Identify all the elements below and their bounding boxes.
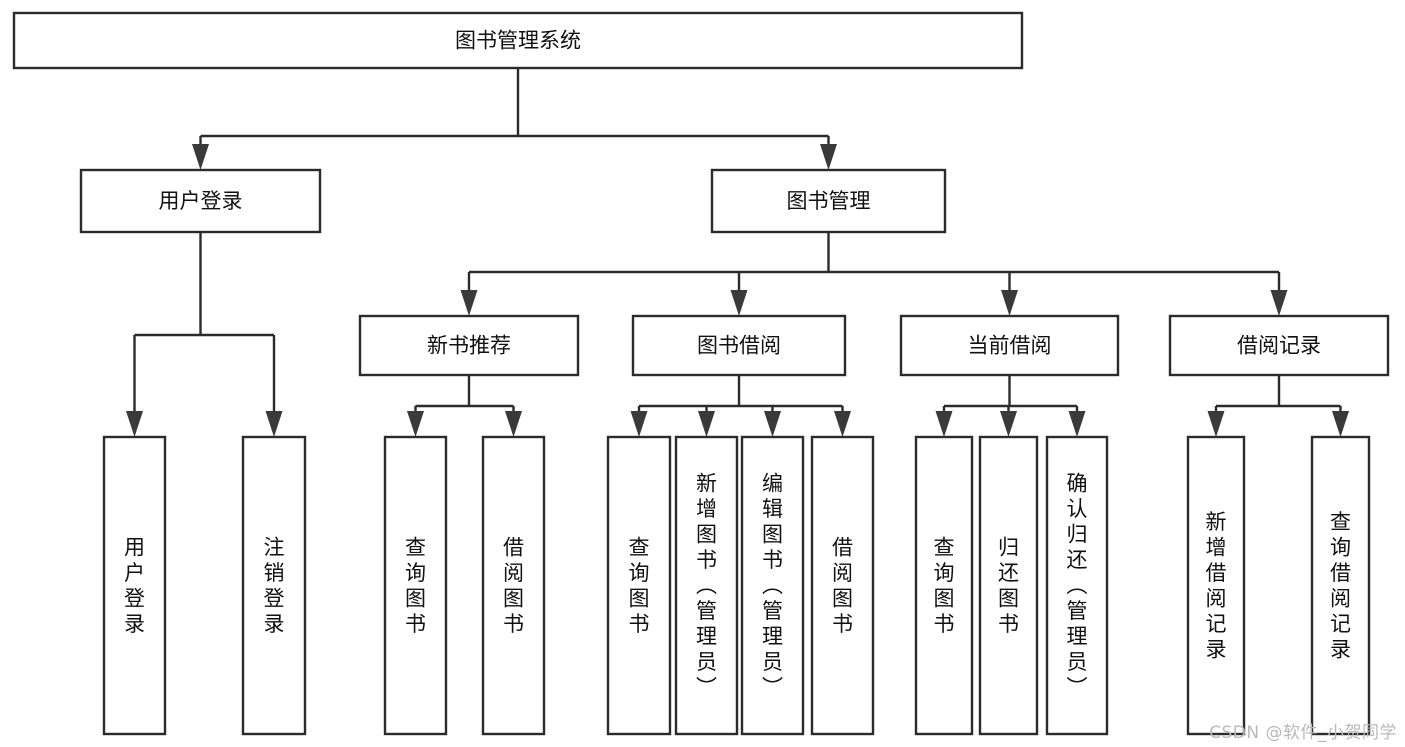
node-root[interactable]: 图书管理系统 — [12, 11, 1024, 70]
node-label: 图书借阅 — [697, 334, 781, 358]
arrow-head-icon — [1270, 290, 1288, 316]
node-box[interactable] — [1168, 314, 1390, 377]
node-leaf-edit-book[interactable]: 编辑图书︵管理员︶ — [740, 435, 805, 736]
node-box[interactable] — [383, 435, 448, 736]
node-label: 图书管理 — [787, 189, 871, 213]
node-book-borrow[interactable]: 图书借阅 — [631, 314, 847, 377]
node-box[interactable] — [914, 435, 974, 736]
arrow-head-icon — [630, 411, 648, 437]
node-box[interactable] — [631, 314, 847, 377]
node-label: 图书管理系统 — [455, 29, 581, 53]
node-leaf-borrow-book-1[interactable]: 借阅图书 — [481, 435, 546, 736]
arrow-head-icon — [834, 411, 851, 437]
node-label: 用户登录 — [159, 189, 243, 213]
arrow-head-icon — [820, 144, 837, 170]
arrow-head-icon — [730, 290, 748, 316]
node-leaf-query-book-3[interactable]: 查询图书 — [914, 435, 974, 736]
node-label: 归还图书 — [998, 535, 1019, 636]
node-label: 新书推荐 — [427, 334, 511, 358]
node-layer: 图书管理系统用户登录图书管理新书推荐图书借阅当前借阅借阅记录用户登录注销登录查询… — [12, 11, 1390, 736]
node-box[interactable] — [12, 11, 1024, 70]
arrow-head-icon — [460, 290, 478, 316]
arrow-head-icon — [935, 411, 953, 437]
node-box[interactable] — [710, 168, 947, 234]
node-box[interactable] — [606, 435, 672, 736]
node-leaf-query-book-1[interactable]: 查询图书 — [383, 435, 448, 736]
node-label: 查询图书 — [629, 535, 650, 636]
connector-group-root — [192, 68, 837, 170]
node-leaf-return-book[interactable]: 归还图书 — [978, 435, 1039, 736]
arrow-head-icon — [192, 144, 209, 170]
connector-group-borrow-record — [1207, 375, 1349, 437]
node-current-borrow[interactable]: 当前借阅 — [899, 314, 1120, 377]
node-leaf-add-record[interactable]: 新增借阅记录 — [1186, 435, 1246, 736]
node-label: 借阅记录 — [1237, 334, 1321, 358]
node-leaf-confirm-return[interactable]: 确认归还︵管理员︶ — [1045, 435, 1109, 736]
arrow-head-icon — [126, 411, 143, 437]
node-box[interactable] — [899, 314, 1120, 377]
node-label: 当前借阅 — [968, 334, 1052, 358]
node-leaf-borrow-book-2[interactable]: 借阅图书 — [810, 435, 875, 736]
connector-group-book-manage — [460, 232, 1288, 316]
node-box[interactable] — [102, 435, 167, 736]
node-leaf-user-login[interactable]: 用户登录 — [102, 435, 167, 736]
connector-group-current-borrow — [935, 375, 1086, 437]
connector-group-new-book-rec — [407, 375, 522, 437]
node-box[interactable] — [1310, 435, 1371, 736]
node-label: 用户登录 — [124, 535, 145, 636]
connector-group-user-login — [126, 232, 283, 437]
arrow-head-icon — [1001, 290, 1018, 316]
node-leaf-query-record[interactable]: 查询借阅记录 — [1310, 435, 1371, 736]
node-box[interactable] — [79, 168, 322, 234]
node-book-manage[interactable]: 图书管理 — [710, 168, 947, 234]
node-leaf-query-book-2[interactable]: 查询图书 — [606, 435, 672, 736]
node-label: 注销登录 — [264, 535, 285, 636]
node-label: 借阅图书 — [503, 535, 524, 636]
node-box[interactable] — [481, 435, 546, 736]
node-borrow-record[interactable]: 借阅记录 — [1168, 314, 1390, 377]
node-box[interactable] — [740, 435, 805, 736]
node-box[interactable] — [1045, 435, 1109, 736]
node-label: 新增图书︵管理员︶ — [696, 472, 717, 700]
node-box[interactable] — [674, 435, 739, 736]
node-box[interactable] — [1186, 435, 1246, 736]
node-new-book-rec[interactable]: 新书推荐 — [358, 314, 580, 377]
arrow-head-icon — [1207, 411, 1225, 437]
node-label: 借阅图书 — [832, 535, 853, 636]
arrow-head-icon — [265, 411, 283, 437]
node-label: 新增借阅记录 — [1206, 510, 1227, 662]
node-label: 确认归还︵管理员︶ — [1067, 472, 1088, 700]
connector-layer — [126, 68, 1349, 437]
node-user-login[interactable]: 用户登录 — [79, 168, 322, 234]
node-box[interactable] — [978, 435, 1039, 736]
node-label: 编辑图书︵管理员︶ — [762, 472, 783, 700]
node-box[interactable] — [358, 314, 580, 377]
node-leaf-logout[interactable]: 注销登录 — [241, 435, 307, 736]
node-label: 查询图书 — [934, 535, 955, 636]
connector-group-book-borrow — [630, 375, 851, 437]
arrow-head-icon — [764, 411, 781, 437]
arrow-head-icon — [407, 411, 424, 437]
arrow-head-icon — [1332, 411, 1349, 437]
arrow-head-icon — [505, 411, 522, 437]
arrow-head-icon — [1068, 411, 1086, 437]
node-leaf-add-book[interactable]: 新增图书︵管理员︶ — [674, 435, 739, 736]
node-box[interactable] — [241, 435, 307, 736]
arrow-head-icon — [1000, 411, 1017, 437]
node-label: 查询图书 — [405, 535, 426, 636]
node-label: 查询借阅记录 — [1330, 510, 1351, 662]
arrow-head-icon — [698, 411, 715, 437]
node-box[interactable] — [810, 435, 875, 736]
